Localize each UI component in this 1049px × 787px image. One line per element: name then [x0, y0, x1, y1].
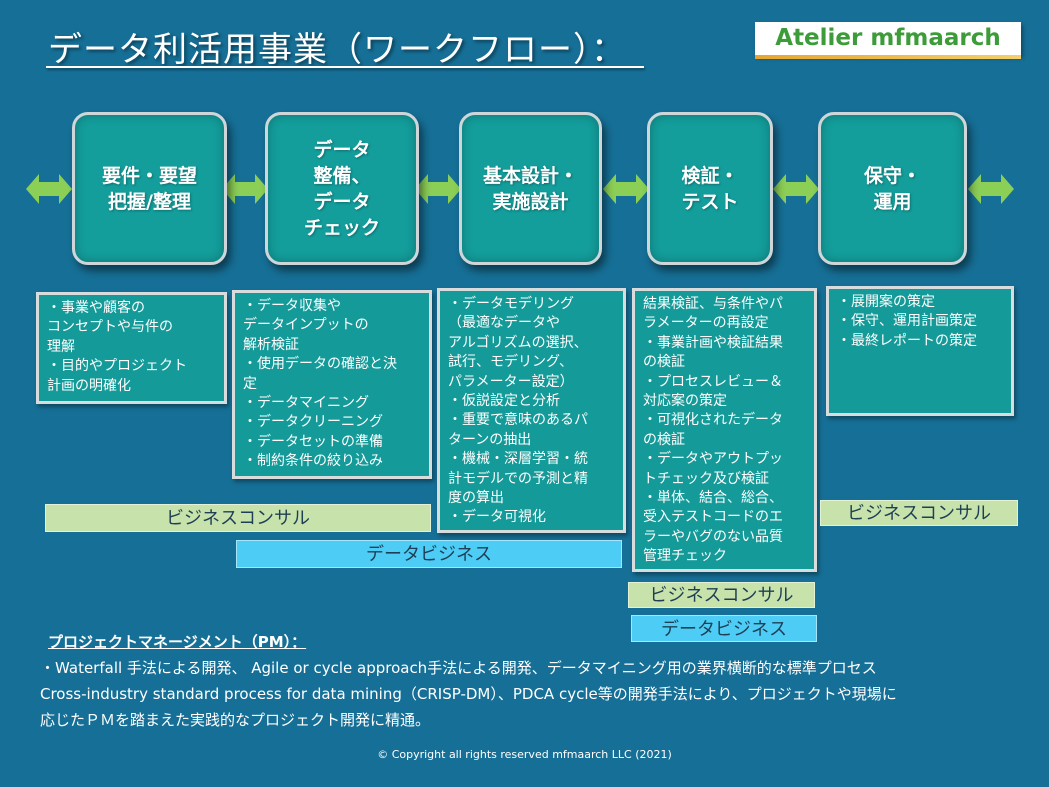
workflow-step-design: 基本設計・ 実施設計 [459, 112, 602, 265]
brand-accent-bar [755, 55, 1021, 59]
detail-box-data-preparation: ・データ収集や データインプットの 解析検証 ・使用データの確認と決 定 ・デー… [232, 290, 432, 479]
double-arrow-icon [415, 174, 461, 204]
band-business-consulting: ビジネスコンサル [45, 504, 431, 532]
step-label: データ 整備、 データ チェック [303, 138, 380, 239]
detail-text: ・データ収集や データインプットの 解析検証 ・使用データの確認と決 定 ・デー… [243, 298, 397, 470]
double-arrow-icon [26, 174, 72, 204]
pm-heading: プロジェクトマネージメント（PM）： [48, 633, 307, 651]
band-business-consulting: ビジネスコンサル [820, 500, 1018, 526]
brand-logo: Atelier mfmaarch [755, 22, 1021, 55]
detail-box-operation: ・展開案の策定 ・保守、運用計画策定 ・最終レポートの策定 [826, 286, 1014, 416]
detail-text: ・データモデリング （最適なデータや アルゴリズムの選択、 試行、モデリング、 … [448, 296, 588, 526]
step-label: 要件・要望 把握/整理 [101, 164, 197, 213]
workflow-step-data-preparation: データ 整備、 データ チェック [265, 112, 419, 265]
workflow-step-requirements: 要件・要望 把握/整理 [72, 112, 227, 265]
workflow-step-verification: 検証・ テスト [647, 112, 773, 265]
detail-box-verification: 結果検証、与条件やパ ラメーターの再設定 ・事業計画や検証結果 の検証 ・プロセ… [632, 288, 817, 572]
double-arrow-icon [603, 174, 649, 204]
band-data-business: データビジネス [631, 615, 817, 642]
step-label: 検証・ テスト [681, 164, 739, 213]
pm-description: ・Waterfall 手法による開発、 Agile or cycle appro… [40, 659, 897, 729]
title-underline [46, 66, 644, 68]
detail-text: ・事業や顧客の コンセプトや与件の 理解 ・目的やプロジェクト 計画の明確化 [47, 300, 187, 394]
step-label: 基本設計・ 実施設計 [482, 164, 578, 213]
band-business-consulting: ビジネスコンサル [628, 582, 815, 608]
detail-text: ・展開案の策定 ・保守、運用計画策定 ・最終レポートの策定 [837, 294, 977, 349]
detail-text: 結果検証、与条件やパ ラメーターの再設定 ・事業計画や検証結果 の検証 ・プロセ… [643, 296, 783, 565]
double-arrow-icon [773, 174, 819, 204]
detail-box-requirements: ・事業や顧客の コンセプトや与件の 理解 ・目的やプロジェクト 計画の明確化 [36, 292, 227, 404]
double-arrow-icon [968, 174, 1014, 204]
double-arrow-icon [222, 174, 268, 204]
page-title: データ利活用事業（ワークフロー）： [48, 30, 626, 70]
workflow-step-operation: 保守・ 運用 [818, 112, 967, 265]
detail-box-design: ・データモデリング （最適なデータや アルゴリズムの選択、 試行、モデリング、 … [437, 288, 626, 533]
step-label: 保守・ 運用 [863, 164, 921, 213]
band-data-business: データビジネス [236, 540, 622, 568]
copyright-notice: © Copyright all rights reserved mfmaarch… [377, 748, 672, 761]
